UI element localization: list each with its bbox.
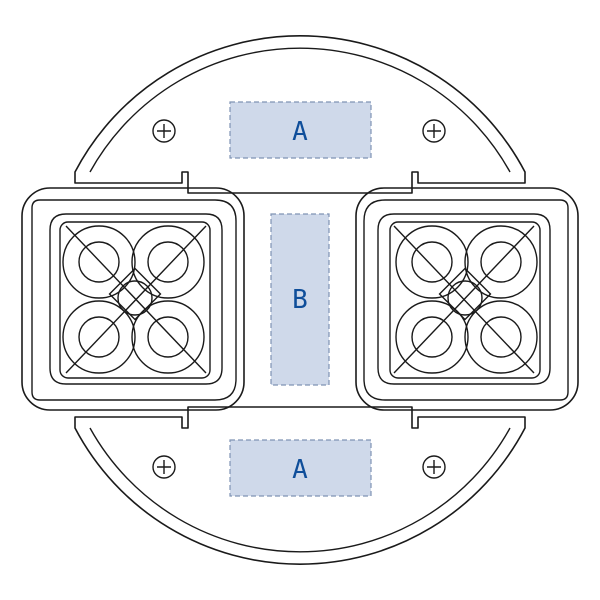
zone-a-bottom-label: A — [292, 455, 308, 485]
zone-a-top: A — [229, 101, 372, 159]
plate-outline-top — [74, 35, 526, 194]
connector-socket-icon — [355, 187, 579, 411]
plate-inner-bottom — [89, 427, 511, 553]
screw-icon — [422, 455, 446, 479]
screw-icon — [152, 455, 176, 479]
zone-a-top-label: A — [292, 117, 308, 147]
plate-inner-top — [89, 47, 511, 173]
plate-outline-bottom — [74, 406, 526, 565]
screw-icon — [152, 119, 176, 143]
zone-a-bottom: A — [229, 439, 372, 497]
zone-b: B — [270, 213, 330, 386]
screw-icon — [422, 119, 446, 143]
connector-socket-icon — [21, 187, 245, 411]
zone-b-label: B — [292, 285, 308, 315]
